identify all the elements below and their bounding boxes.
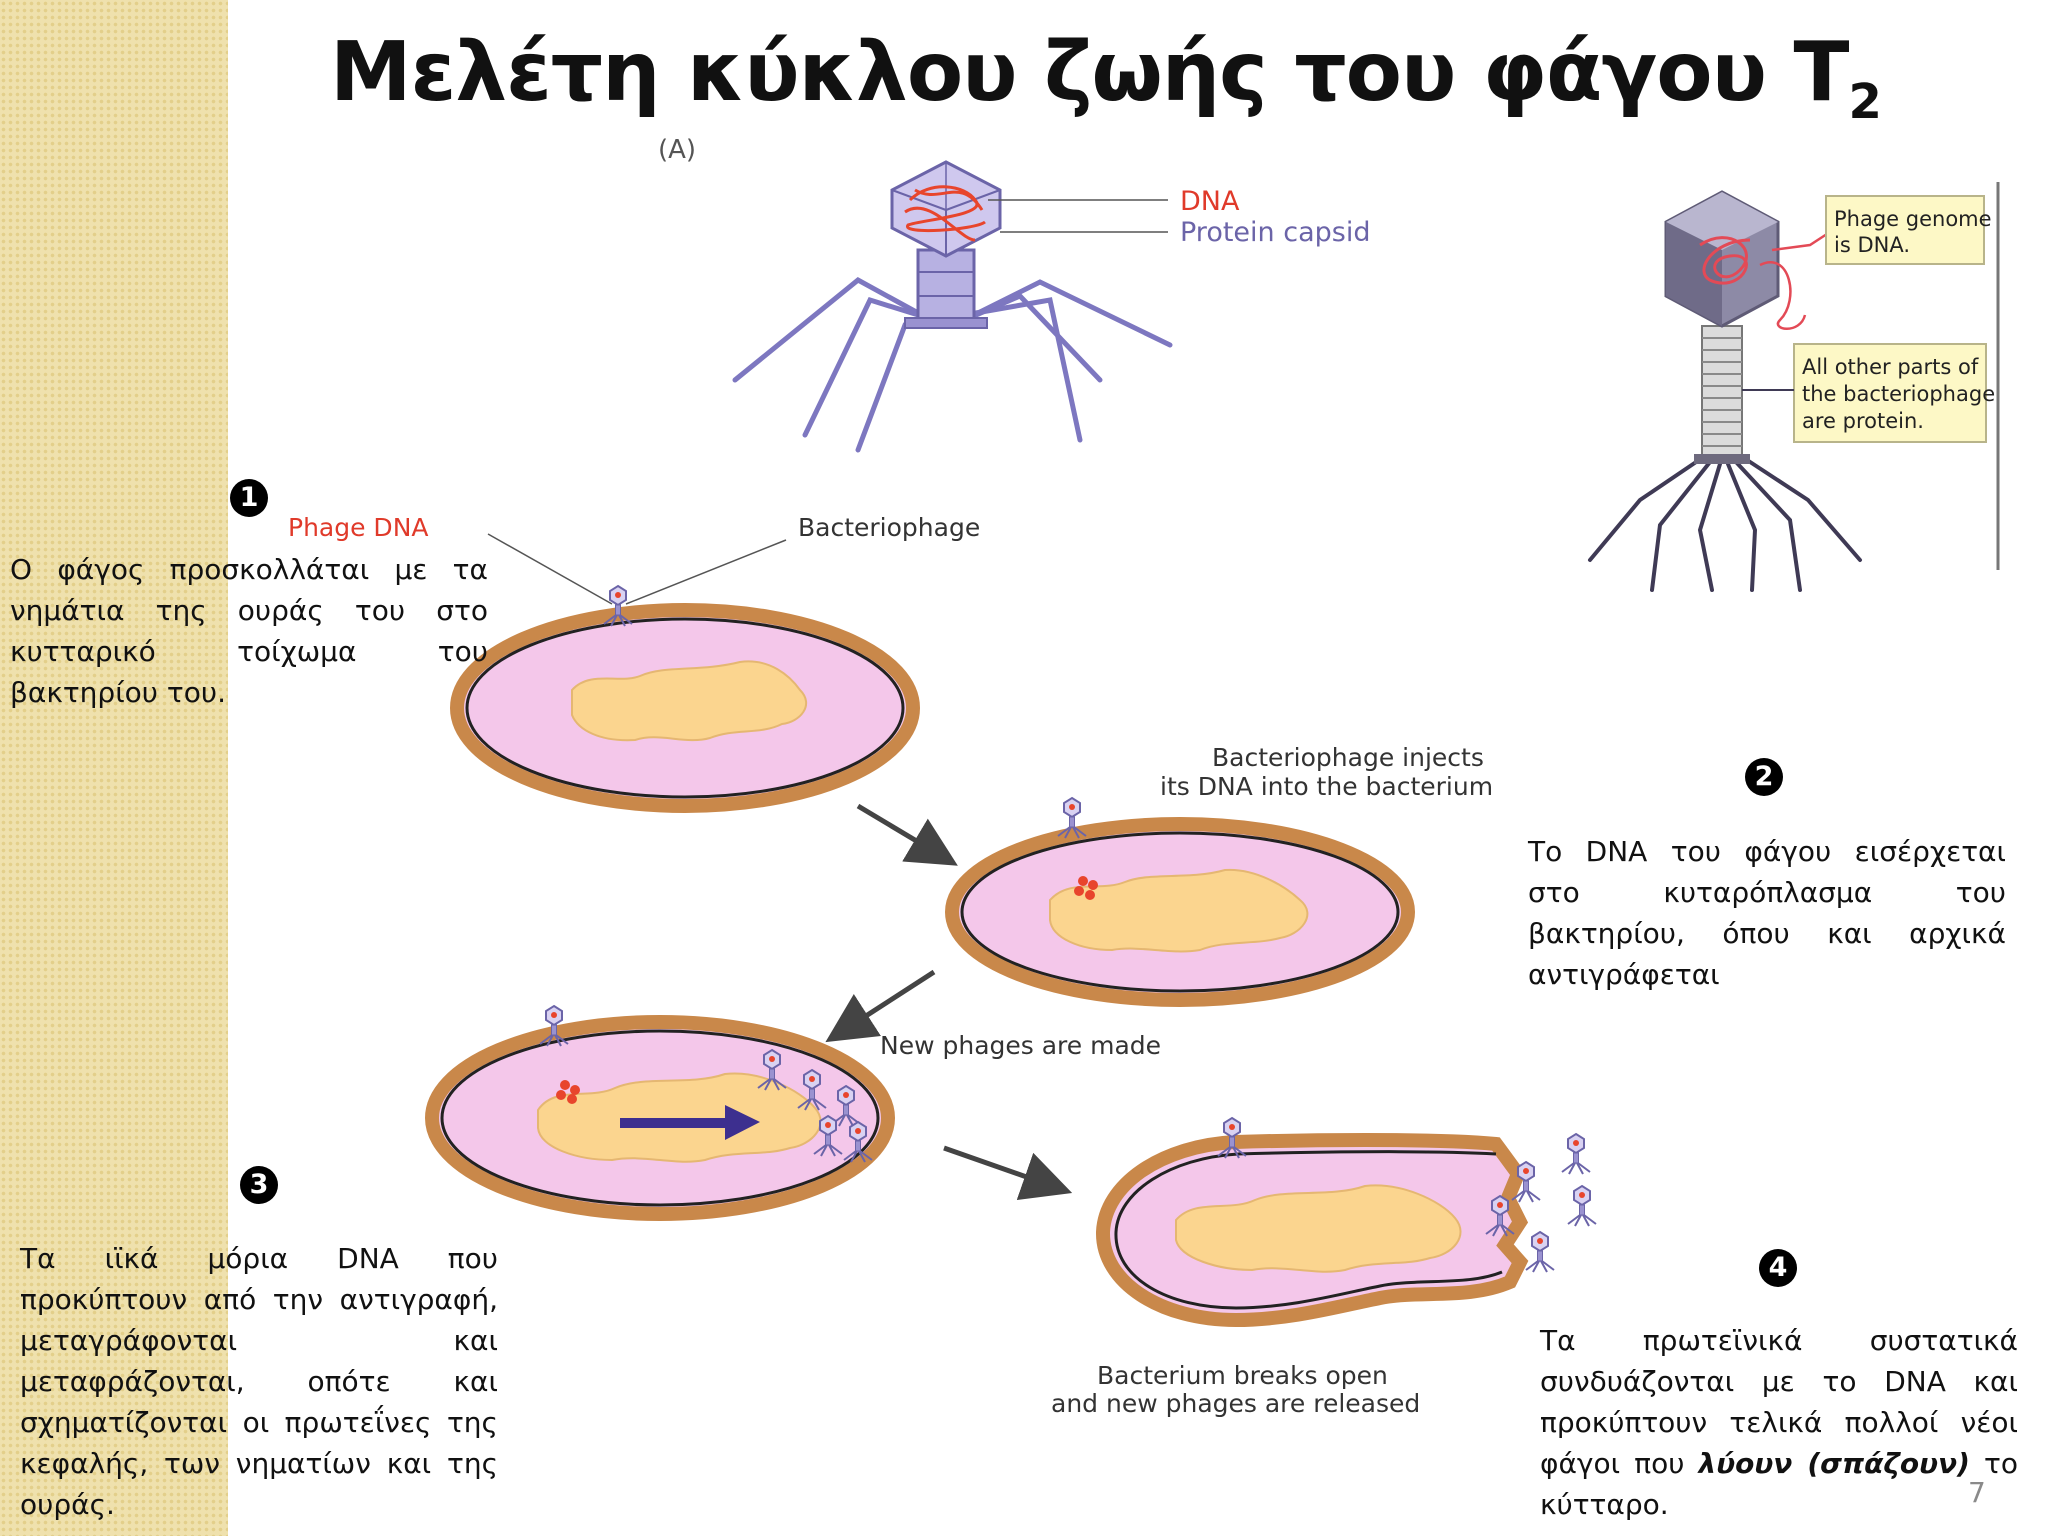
step-3-marker: 3 [240,1166,278,1204]
other-parts-line-3: are protein. [1802,409,1924,433]
step-2-description: Το DNA του φάγου εισέρχεται στο κυταρόπλ… [1528,835,2006,991]
step-1-description: Ο φάγος προσκολλάται με τα νημάτια της ο… [10,553,488,709]
bacteriophage-label: Bacteriophage [798,513,980,542]
phage-inset-illustration [1586,182,2004,594]
other-parts-line-2: the bacteriophage [1802,382,1995,406]
breaks-open-line-2: and new phages are released [1051,1389,1420,1418]
panel-a-label: (A) [658,135,696,165]
injects-line-2: its DNA into the bacterium [1160,772,1493,801]
step-4-text-after: το κύτταρο. [1540,1447,2018,1521]
slide-title: Μελέτη κύκλου ζωής του φάγου Τ2 [330,18,1882,157]
flow-arrow-2 [825,969,936,1043]
step-4-description: Τα πρωτεϊνικά συστατικά συνδυάζονται με … [1540,1320,2018,1525]
flow-arrow-1 [856,803,958,866]
step-4-emphasis: λύουν (σπάζουν) [1698,1447,1970,1480]
phage-genome-line-1: Phage genome [1834,207,1992,231]
new-phages-label: New phages are made [880,1031,1161,1060]
phage-genome-line-2: is DNA. [1834,233,1910,257]
flow-arrow-3 [943,1145,1073,1201]
slide-title-text: Μελέτη κύκλου ζωής του φάγου Τ [330,25,1849,120]
slide-title-subscript: 2 [1848,74,1881,130]
step-4-text-before: Τα πρωτεϊνικά συστατικά συνδυάζονται με … [1540,1324,2018,1480]
step-2-marker: 2 [1745,758,1783,796]
bacterium-lysis [1095,1117,1597,1328]
phage-dna-label: Phage DNA [288,513,429,542]
step-4-marker: 4 [1759,1249,1797,1287]
step-3-description: Τα ιϊκά μόρια DNA που προκύπτουν από την… [20,1242,498,1521]
other-parts-line-1: All other parts of [1802,355,1979,379]
protein-capsid-label: Protein capsid [1180,217,1370,248]
bacterium-injection [945,797,1415,1007]
bacterium-attachment [450,533,920,813]
step-1-marker: 1 [230,479,268,517]
slide-number: 7 [1968,1476,1986,1509]
dna-label: DNA [1180,186,1240,217]
injects-line-1: Bacteriophage injects [1212,743,1484,772]
decorative-sidebar [0,0,228,1536]
phage-structure-illustration [732,160,1173,453]
bacterium-replication [425,1005,895,1221]
breaks-open-line-1: Bacterium breaks open [1097,1361,1388,1390]
